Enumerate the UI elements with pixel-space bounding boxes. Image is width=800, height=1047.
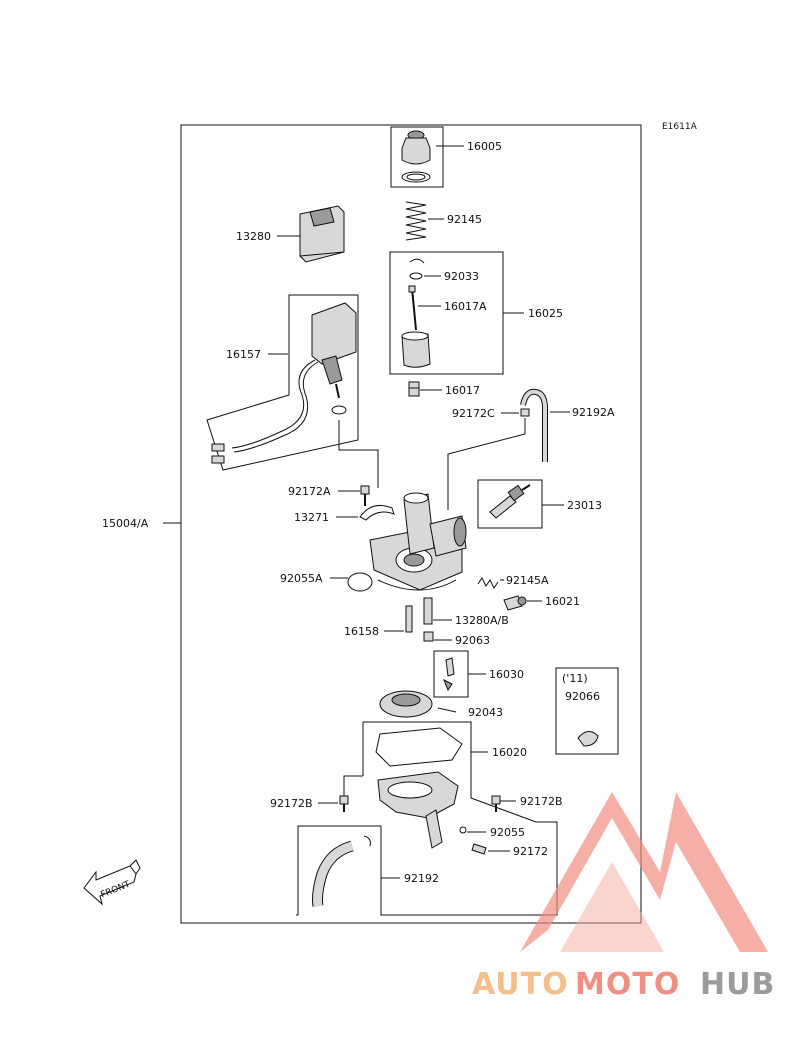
cap-16005-icon <box>401 130 431 183</box>
box-16020 <box>296 721 558 916</box>
cover-13280-icon <box>299 205 345 263</box>
label-16020: 16020 <box>492 746 527 759</box>
label-92172: 92172 <box>513 845 548 858</box>
clip-92033-icon <box>409 258 425 280</box>
spring-92145-icon <box>405 201 427 241</box>
label-13271: 13271 <box>294 511 329 524</box>
tube-92192-icon <box>312 835 371 907</box>
tube-92192A-icon <box>520 388 549 462</box>
label-92172B-right: 92172B <box>520 795 563 808</box>
assembly-frame <box>180 124 642 924</box>
label-23013: 23013 <box>567 499 602 512</box>
piston-16025-icon <box>401 331 431 368</box>
label-13280AB: 13280A/B <box>455 614 509 627</box>
year-note: ('11) <box>562 672 588 685</box>
watermark-moto: MOTO <box>575 967 680 1002</box>
plate-13271-icon <box>359 505 395 521</box>
label-16157: 16157 <box>226 348 261 361</box>
label-16021: 16021 <box>545 595 580 608</box>
float-bowl-icon <box>377 771 459 849</box>
screw-92172-icon <box>471 843 487 855</box>
screw-92172B-right-icon <box>491 795 501 812</box>
clamp-92172C-icon <box>520 408 530 417</box>
switch-23013-icon <box>489 484 531 519</box>
label-16017A: 16017A <box>444 300 487 313</box>
screw-92172A-icon <box>360 485 370 506</box>
watermark-logo: AUTO MOTO HUB <box>472 792 775 1002</box>
oring-92055A-icon <box>347 572 373 592</box>
carburetor-body-icon <box>369 492 467 591</box>
label-92043: 92043 <box>468 706 503 719</box>
watermark-auto: AUTO <box>472 967 569 1002</box>
label-92172C: 92172C <box>452 407 495 420</box>
spring-92145A-icon <box>477 577 499 589</box>
front-arrow-icon: FRONT <box>83 859 141 906</box>
jet-16158-icon <box>405 605 413 633</box>
label-92172B-left: 92172B <box>270 797 313 810</box>
jet-16017-icon <box>408 381 420 397</box>
starter-16157-icon <box>211 302 357 464</box>
label-92145: 92145 <box>447 213 482 226</box>
label-92063: 92063 <box>455 634 490 647</box>
label-15004A: 15004/A <box>102 517 149 530</box>
label-92055: 92055 <box>490 826 525 839</box>
label-16005: 16005 <box>467 140 502 153</box>
label-16158: 16158 <box>344 625 379 638</box>
label-92055A: 92055A <box>280 572 323 585</box>
label-92192A: 92192A <box>572 406 615 419</box>
box-16005 <box>390 126 444 188</box>
float-icon <box>379 690 433 718</box>
label-16017: 16017 <box>445 384 480 397</box>
screw-92172B-left-icon <box>339 795 349 812</box>
label-16030: 16030 <box>489 668 524 681</box>
watermark-hub: HUB <box>700 967 775 1002</box>
screw-16021-icon <box>503 595 527 611</box>
box-16157 <box>206 294 359 471</box>
plug-92066-icon <box>577 731 599 747</box>
label-92033: 92033 <box>444 270 479 283</box>
label-92066: 92066 <box>565 690 600 703</box>
box-92066 <box>555 667 619 755</box>
box-23013 <box>477 479 543 529</box>
needle-16017A-icon <box>408 285 417 331</box>
label-92145A: 92145A <box>506 574 549 587</box>
label-16025: 16025 <box>528 307 563 320</box>
diagram-code: E1611A <box>662 122 698 132</box>
jet-13280AB-icon <box>423 597 433 625</box>
label-13280: 13280 <box>236 230 271 243</box>
label-92192: 92192 <box>404 872 439 885</box>
label-92172A: 92172A <box>288 485 331 498</box>
valve-16030-icon <box>443 657 455 692</box>
oring-92055-icon <box>459 826 467 834</box>
jet-92063-icon <box>423 631 434 642</box>
gasket-icon <box>375 727 463 767</box>
